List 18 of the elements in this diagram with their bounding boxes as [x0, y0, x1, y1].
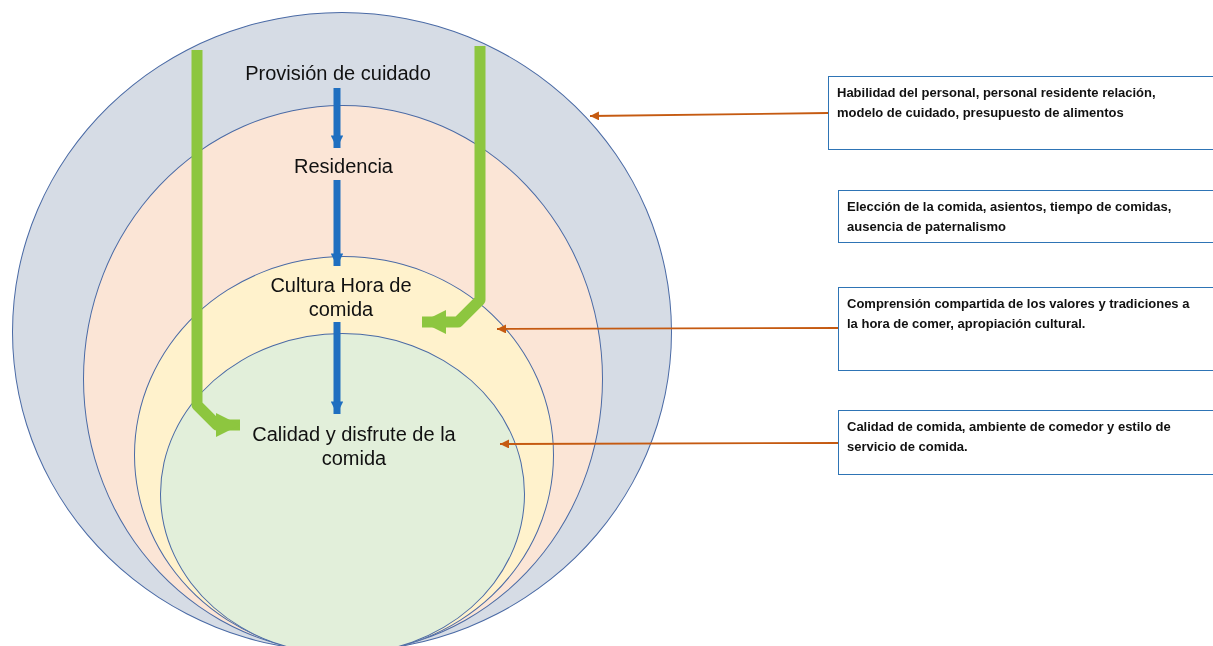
circle-label: Provisión de cuidado: [237, 61, 439, 85]
circle-label: Calidad y disfrute de la comida: [246, 422, 462, 470]
box-text: Habilidad del personal, personal residente relación, modelo de cuidado, presupuesto de alimentos: [837, 84, 1157, 122]
info-box: [838, 410, 1213, 475]
box-text: Elección de la comida, asientos, tiempo de comidas, ausencia de paternalismo: [847, 198, 1173, 236]
arrow: [496, 324, 839, 334]
info-box: [838, 190, 1213, 243]
arrow: [499, 439, 839, 449]
arrow: [422, 46, 486, 335]
info-box: [838, 287, 1213, 371]
arrow: [330, 88, 344, 148]
arrow: [589, 111, 829, 121]
arrow: [191, 50, 240, 438]
arrow: [330, 322, 344, 414]
circle-label: Cultura Hora de comida: [259, 273, 423, 321]
info-box: [828, 76, 1213, 150]
box-text: Comprensión compartida de los valores y tradiciones a la hora de comer, apropiación cultural.: [847, 295, 1191, 333]
box-text: Calidad de comida, ambiente de comedor y estilo de servicio de comida.: [847, 418, 1172, 456]
